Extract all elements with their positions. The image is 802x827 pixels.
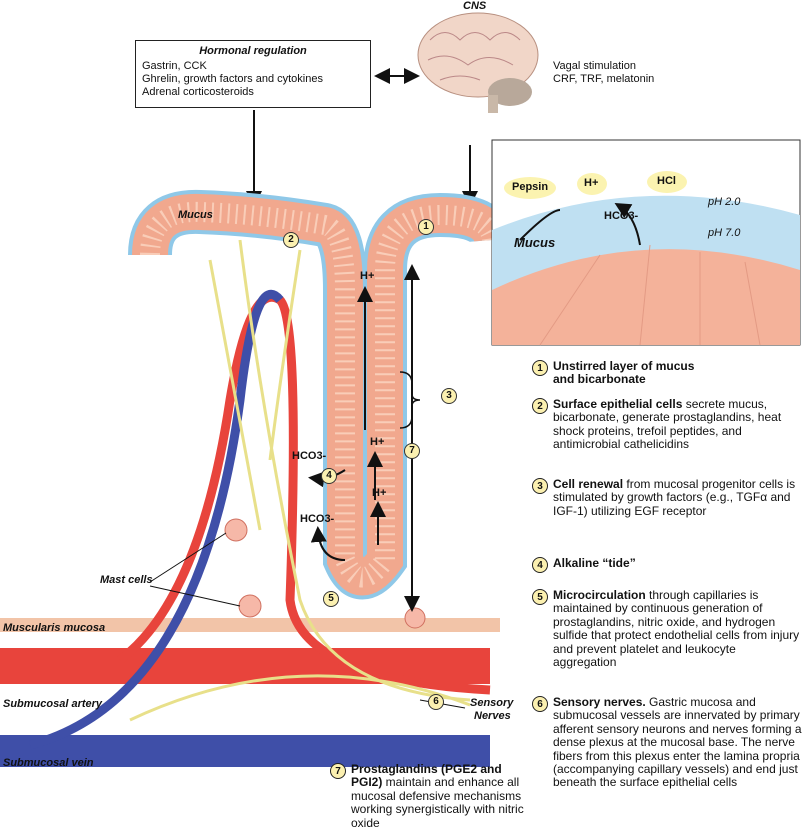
mucus-inset-label: Mucus [514, 235, 556, 250]
vagal-line-2: CRF, TRF, melatonin [553, 73, 655, 85]
badge-7: 7 [404, 443, 420, 459]
legend-heading: Sensory nerves. [553, 695, 646, 709]
legend-text: maintain and enhance all mucosal defensi… [351, 775, 524, 827]
ph-7-label: pH 7.0 [708, 227, 741, 239]
legend-item-7: 7 Prostaglandins (PGE2 and PGI2) maintain… [330, 762, 530, 827]
submucosal-artery-label: Submucosal artery [3, 698, 103, 710]
legend-heading: Unstirred layer of mucus and bicarbonate [553, 359, 695, 387]
legend-number: 1 [532, 360, 548, 376]
sensory-word: Sensory [470, 697, 514, 709]
h-ion-label: H+ [584, 177, 599, 189]
nerves-word: Nerves [474, 710, 511, 722]
h-ion-label-2: H+ [370, 436, 385, 448]
legend-text: through capillaries is maintained by con… [553, 588, 800, 670]
legend-item-6: 6 Sensory nerves. Gastric mucosa and subm… [532, 695, 802, 790]
legend-text: secrete mucus, bicarbonate, generate pro… [553, 397, 782, 452]
hormonal-line: Adrenal corticosteroids [142, 86, 254, 98]
badge-6: 6 [428, 694, 444, 710]
hormonal-regulation-box: Hormonal regulation Gastrin, CCK Ghrelin… [135, 40, 371, 108]
legend-item-4: 4 Alkaline “tide” [532, 556, 802, 573]
h-ion-label-3: H+ [372, 487, 387, 499]
legend-heading: Surface epithelial cells [553, 397, 683, 411]
hormonal-line: Ghrelin, growth factors and cytokines [142, 73, 323, 85]
legend-item-2: 2 Surface epithelial cells secrete mucus,… [532, 397, 802, 452]
badge-3: 3 [441, 388, 457, 404]
mast-cells-label: Mast cells [100, 574, 153, 586]
badge-5: 5 [323, 591, 339, 607]
badge-4: 4 [321, 468, 337, 484]
submucosal-vein-label: Submucosal vein [3, 757, 94, 769]
hco3-label-2: HCO3- [300, 513, 335, 525]
legend-heading: Microcirculation [553, 588, 646, 602]
legend-heading: Cell renewal [553, 477, 624, 491]
muscularis-mucosa-label: Muscularis mucosa [3, 622, 106, 634]
vagal-stimulation-text: Vagal stimulation CRF, TRF, melatonin [553, 60, 654, 86]
legend-number: 4 [532, 557, 548, 573]
hco3-inset-label: HCO3- [604, 210, 639, 222]
legend-heading: Alkaline “tide” [553, 556, 636, 570]
legend-text: from mucosal progenitor cells is stimula… [553, 477, 796, 518]
badge-2: 2 [283, 232, 299, 248]
hcl-label: HCl [657, 175, 676, 187]
legend-heading: Prostaglandins (PGE2 and PGI2) [351, 762, 502, 790]
vagal-line-1: Vagal stimulation [553, 60, 636, 72]
legend-text: Gastric mucosa and submucosal vessels ar… [553, 695, 802, 790]
legend-number: 5 [532, 589, 548, 605]
legend-number: 2 [532, 398, 548, 414]
sensory-nerves-label: Sensory Nerves [470, 697, 513, 723]
mucus-label: Mucus [178, 209, 213, 221]
inset-detail [491, 139, 801, 346]
hormonal-line: Gastrin, CCK [142, 60, 207, 72]
badge-1: 1 [418, 219, 434, 235]
legend-item-1: 1 Unstirred layer of mucus and bicarbonat… [532, 359, 802, 387]
brain-illustration [417, 12, 539, 113]
legend-item-5: 5 Microcirculation through capillaries is… [532, 588, 802, 670]
cns-label: CNS [463, 0, 487, 12]
legend-number: 7 [330, 763, 346, 779]
legend-item-3: 3 Cell renewal from mucosal progenitor ce… [532, 477, 802, 518]
legend-number: 6 [532, 696, 548, 712]
h-ion-label-1: H+ [360, 270, 375, 282]
hormonal-title: Hormonal regulation [199, 45, 307, 57]
legend-number: 3 [532, 478, 548, 494]
pepsin-label: Pepsin [512, 181, 549, 193]
hco3-label-1: HCO3- [292, 450, 327, 462]
ph-2-label: pH 2.0 [708, 196, 741, 208]
